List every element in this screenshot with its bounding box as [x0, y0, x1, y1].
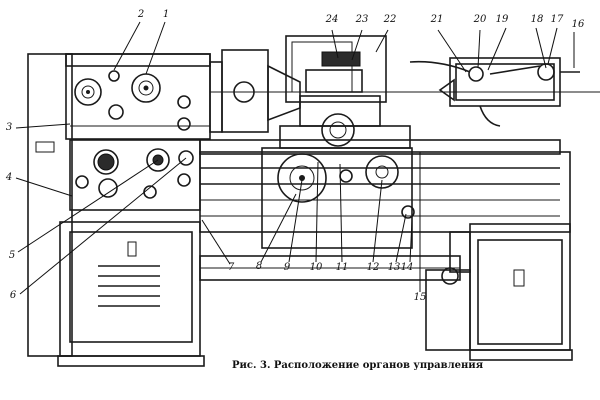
callout-19: 19: [495, 14, 509, 25]
callout-15: 15: [413, 292, 427, 303]
callout-23: 23: [355, 14, 369, 25]
callout-9: 9: [283, 262, 291, 273]
callout-11: 11: [335, 262, 349, 273]
callout-16: 16: [571, 19, 585, 30]
callout-5: 5: [8, 250, 16, 261]
callout-7: 7: [227, 262, 235, 273]
callout-20: 20: [473, 14, 487, 25]
callout-4: 4: [5, 172, 13, 183]
figure-caption: Рис. 3. Расположение органов управления: [232, 360, 484, 371]
callout-12: 12: [366, 262, 380, 273]
callout-6: 6: [9, 290, 17, 301]
callout-2: 2: [137, 9, 145, 20]
apron: [199, 113, 561, 249]
headstock: [27, 53, 211, 357]
callout-22: 22: [383, 14, 397, 25]
callout-13: 13: [387, 262, 401, 273]
callout-1: 1: [162, 9, 170, 20]
callout-24: 24: [325, 14, 339, 25]
callout-17: 17: [550, 14, 564, 25]
callout-8: 8: [255, 261, 263, 272]
leader-lines: [15, 21, 575, 295]
callout-14: 14: [400, 262, 414, 273]
spindle-chuck: [209, 49, 600, 133]
right-pedestal: [425, 223, 573, 361]
callout-3: 3: [5, 122, 13, 133]
left-pedestal: [57, 221, 205, 367]
callout-10: 10: [309, 262, 323, 273]
callout-18: 18: [530, 14, 544, 25]
callout-21: 21: [430, 14, 444, 25]
